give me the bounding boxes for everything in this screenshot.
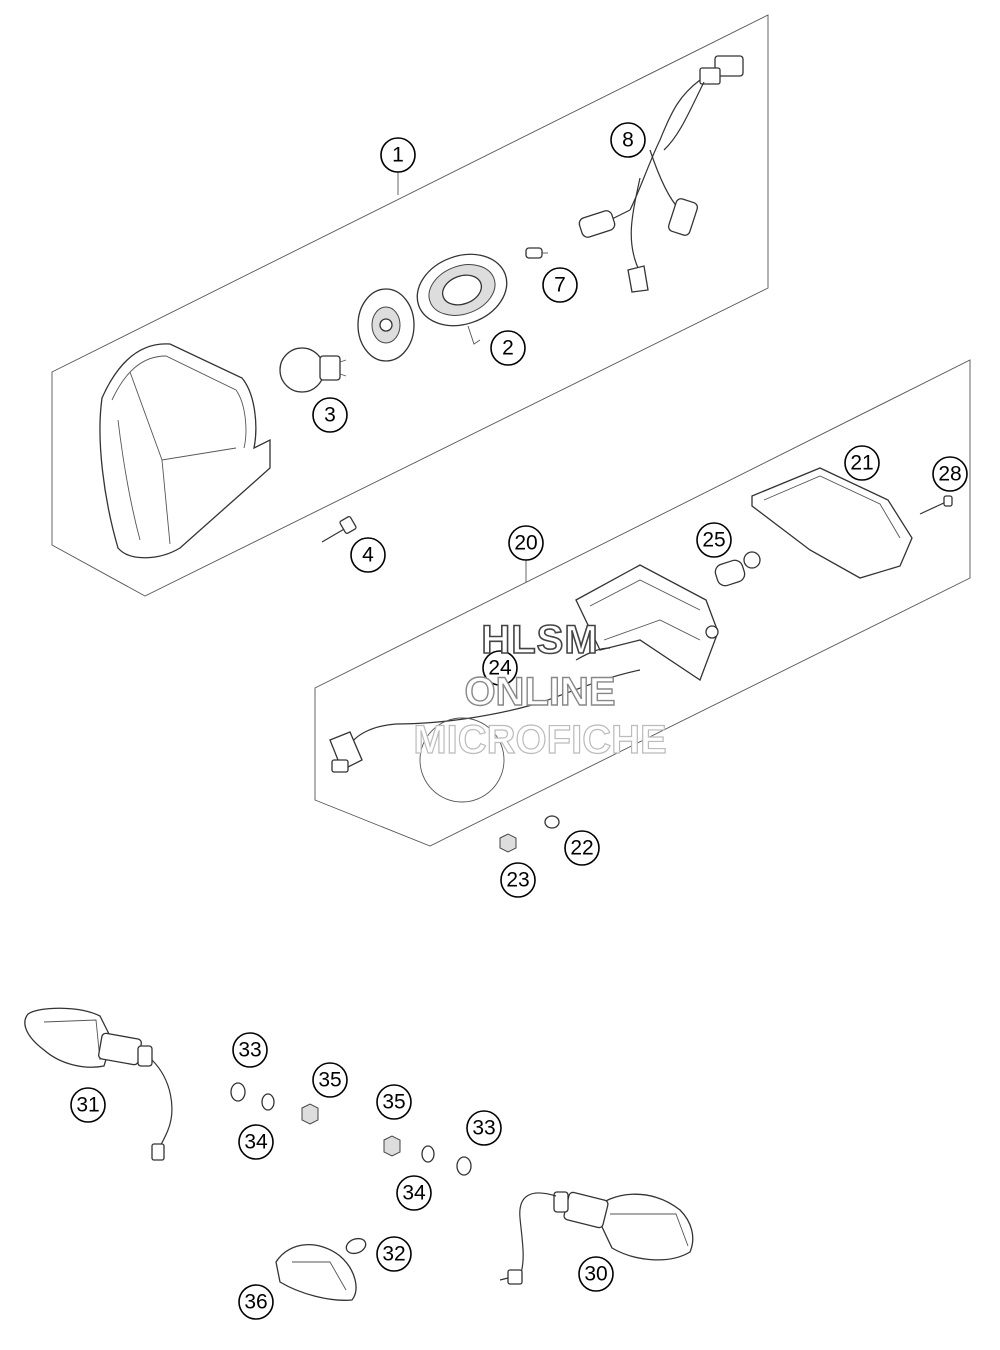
taillight-group-frame — [314, 359, 971, 847]
callout-36: 36 — [238, 1284, 274, 1320]
svg-text:24: 24 — [488, 657, 512, 680]
callout-23: 23 — [500, 862, 536, 898]
callout-7: 7 — [542, 267, 578, 303]
license-plate-holder — [751, 467, 913, 579]
turn-signal-right — [499, 1191, 694, 1285]
svg-text:1: 1 — [392, 144, 404, 167]
turn-signal-lens — [275, 1244, 357, 1301]
taillight-housing — [575, 564, 719, 681]
svg-text:2: 2 — [502, 337, 514, 360]
svg-text:22: 22 — [570, 837, 593, 860]
headlight-wiring-harness — [578, 55, 744, 293]
callout-34-left: 34 — [238, 1124, 274, 1160]
callout-24: 24 — [482, 650, 518, 686]
callout-28: 28 — [932, 456, 968, 492]
svg-text:35: 35 — [382, 1091, 405, 1114]
callout-21: 21 — [844, 445, 880, 481]
taillight-wiring — [329, 647, 641, 803]
svg-text:32: 32 — [382, 1243, 405, 1266]
headlight-bulb — [279, 347, 347, 393]
callout-22: 22 — [564, 830, 600, 866]
svg-text:3: 3 — [324, 404, 336, 427]
headlight-mask — [99, 343, 271, 559]
svg-text:8: 8 — [622, 129, 634, 152]
headlight-group-frame — [51, 14, 769, 597]
turn-signal-left — [24, 1007, 173, 1161]
small-hardware — [230, 1082, 472, 1176]
svg-text:20: 20 — [514, 532, 537, 555]
callout-2: 2 — [490, 330, 526, 366]
license-plate-screw — [919, 495, 953, 515]
turn-signal-bulb — [345, 1237, 367, 1255]
callout-33-left: 33 — [232, 1032, 268, 1068]
callout-20: 20 — [508, 525, 544, 561]
svg-text:25: 25 — [702, 529, 725, 552]
taillight-bulb — [714, 551, 761, 587]
svg-text:23: 23 — [506, 869, 529, 892]
callout-4: 4 — [350, 537, 386, 573]
svg-text:7: 7 — [554, 274, 566, 297]
callout-8: 8 — [610, 122, 646, 158]
callout-30: 30 — [578, 1256, 614, 1292]
svg-text:33: 33 — [238, 1039, 261, 1062]
callout-1: 1 — [380, 137, 416, 173]
svg-text:33: 33 — [472, 1117, 495, 1140]
svg-text:28: 28 — [938, 463, 961, 486]
svg-text:34: 34 — [402, 1182, 426, 1205]
svg-text:4: 4 — [362, 544, 374, 567]
taillight-washer — [544, 815, 560, 829]
watermark-line-2: ONLINE — [464, 669, 617, 714]
watermark-line-3: MICROFICHE — [413, 717, 668, 762]
taillight-nut — [499, 833, 517, 853]
svg-text:34: 34 — [244, 1131, 268, 1154]
callout-31: 31 — [70, 1087, 106, 1123]
svg-text:31: 31 — [76, 1094, 99, 1117]
callout-35-right: 35 — [376, 1084, 412, 1120]
callout-35-left: 35 — [312, 1062, 348, 1098]
callout-32: 32 — [376, 1236, 412, 1272]
callout-3: 3 — [312, 397, 348, 433]
headlight-reflector — [416, 253, 508, 345]
watermark-line-1: HLSM — [481, 617, 599, 663]
svg-text:21: 21 — [850, 452, 873, 475]
svg-text:36: 36 — [244, 1291, 267, 1314]
headlight-screw — [321, 516, 357, 543]
parking-bulb — [525, 247, 548, 259]
svg-text:30: 30 — [584, 1263, 607, 1286]
callout-25: 25 — [696, 522, 732, 558]
callout-34-right: 34 — [396, 1175, 432, 1211]
svg-text:35: 35 — [318, 1069, 341, 1092]
bulb-socket — [357, 288, 415, 362]
callout-33-right: 33 — [466, 1110, 502, 1146]
